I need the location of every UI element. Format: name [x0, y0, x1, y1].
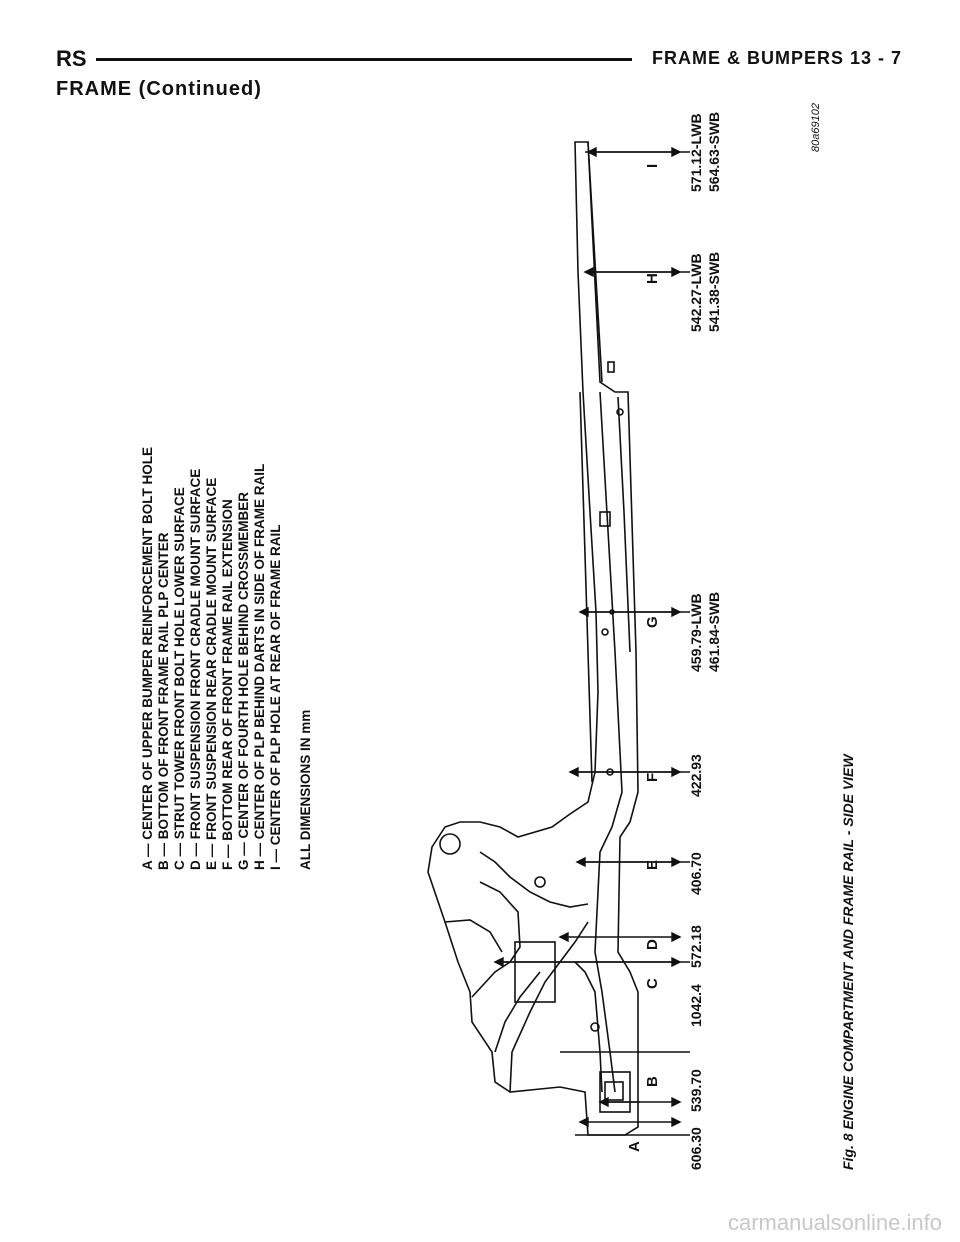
dim-letter-i: I	[644, 163, 661, 168]
dim-letter-a: A	[626, 1141, 643, 1152]
all-dimensions-note: ALL DIMENSIONS IN mm	[298, 709, 313, 870]
dim-letter-c: C	[644, 978, 661, 989]
dim-letter-g: G	[644, 616, 661, 628]
header-section-code: RS	[56, 46, 87, 71]
dim-letter-f: F	[644, 772, 661, 782]
dim-letter-h: H	[644, 273, 661, 284]
art-code-label: 80a69102	[810, 103, 822, 152]
figure-caption: Fig. 8 ENGINE COMPARTMENT AND FRAME RAIL…	[840, 754, 856, 1170]
frame-rail-figure: A — CENTER OF UPPER BUMPER REINFORCEMENT…	[40, 92, 920, 1182]
legend-item-b: B — BOTTOM OF FRONT FRAME RAIL PLP CENTE…	[156, 532, 171, 871]
dim-letter-e: E	[644, 859, 661, 870]
watermark-text: carmanualsonline.info	[727, 1210, 942, 1235]
legend-item-f: F — BOTTOM REAR OF FRONT FRAME RAIL EXTE…	[220, 499, 235, 870]
legend-item-a: A — CENTER OF UPPER BUMPER REINFORCEMENT…	[140, 446, 155, 870]
dim-value-f: 422.93	[688, 754, 704, 797]
legend-item-c: C — STRUT TOWER FRONT BOLT HOLE LOWER SU…	[172, 487, 187, 870]
section-title: FRAME (Continued)	[56, 78, 262, 100]
frame-rail-drawing	[427, 141, 690, 1136]
dim-value-g-swb: 461.84-SWB	[706, 591, 722, 672]
legend-item-i: I — CENTER OF PLP HOLE AT REAR OF FRAME …	[268, 524, 283, 870]
header-rule	[96, 58, 632, 61]
dimension-lines	[493, 146, 690, 1136]
dim-value-g: 459.79-LWB	[688, 593, 704, 672]
dim-value-i: 571.12-LWB	[688, 113, 704, 192]
page-header: RS FRAME & BUMPERS 13 - 7	[56, 42, 902, 72]
dim-letter-b: B	[644, 1076, 661, 1087]
dim-value-i-swb: 564.63-SWB	[706, 111, 722, 192]
legend-item-e: E — FRONT SUSPENSION REAR CRADLE MOUNT S…	[204, 477, 219, 870]
frame-rail-outline	[427, 141, 639, 1136]
dim-value-a: 606.30	[688, 1127, 704, 1170]
dim-value-h-swb: 541.38-SWB	[706, 251, 722, 332]
legend-item-h: H — CENTER OF PLP BEHIND DARTS IN SIDE O…	[252, 463, 267, 870]
header-chapter-page: FRAME & BUMPERS 13 - 7	[651, 48, 902, 68]
dim-value-b: 539.70	[688, 1069, 704, 1112]
legend-item-g: G — CENTER OF FOURTH HOLE BEHIND CROSSME…	[236, 491, 251, 870]
dim-value-e: 406.70	[688, 852, 704, 895]
dim-value-c: 1042.4	[688, 984, 704, 1027]
page-footer: carmanualsonline.info	[0, 1202, 960, 1242]
dim-value-d: 572.18	[688, 925, 704, 968]
dim-letter-d: D	[644, 939, 661, 950]
legend-item-d: D — FRONT SUSPENSION FRONT CRADLE MOUNT …	[188, 468, 203, 870]
dim-value-h: 542.27-LWB	[688, 253, 704, 332]
